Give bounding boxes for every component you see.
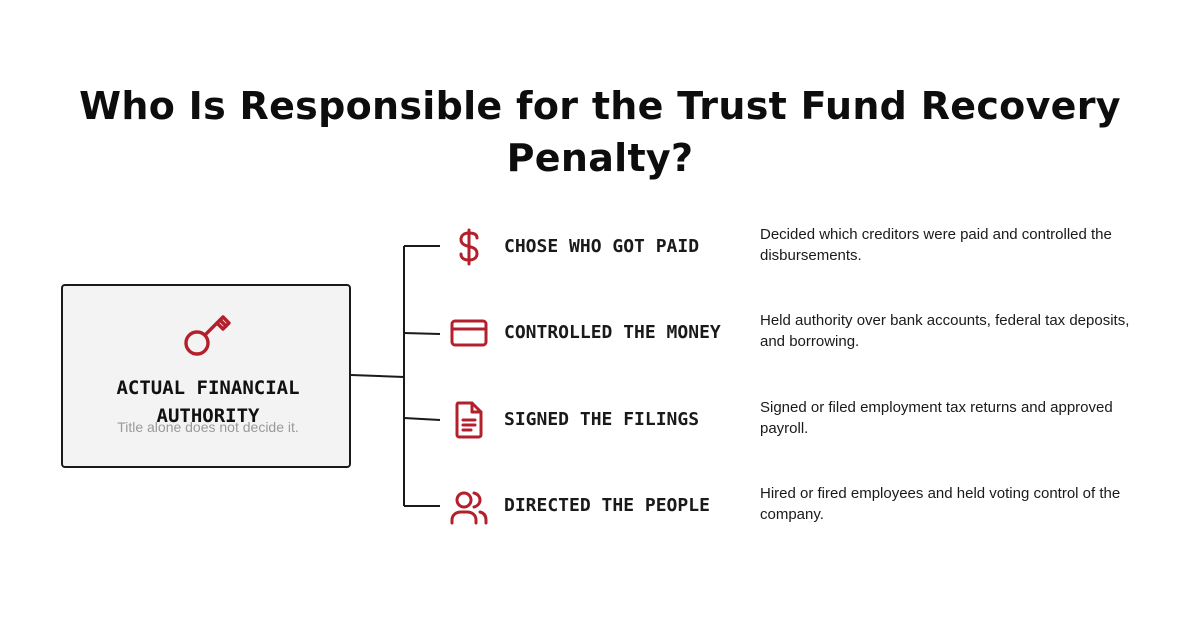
credit-card-icon	[450, 319, 488, 347]
item-label: SIGNED THE FILINGS	[504, 409, 700, 430]
dollar-sign-icon	[459, 228, 479, 266]
connector-branch-2	[403, 332, 441, 335]
item-description: Decided which creditors were paid and co…	[760, 226, 1112, 264]
source-note: Title alone does not decide it.	[117, 419, 299, 435]
item-label: CONTROLLED THE MONEY	[504, 322, 721, 343]
users-icon	[450, 491, 488, 525]
item-description: Held authority over bank accounts, feder…	[760, 312, 1130, 350]
page-title: Who Is Responsible for the Trust Fund Re…	[79, 84, 1121, 180]
item-description: Signed or filed employment tax returns a…	[760, 399, 1113, 437]
source-label: ACTUAL FINANCIAL AUTHORITY	[116, 377, 300, 427]
source-box: ACTUAL FINANCIAL AUTHORITY Title alone d…	[61, 284, 351, 468]
connector-branch-3	[403, 417, 441, 421]
document-icon	[455, 401, 483, 439]
item-description: Hired or fired employees and held voting…	[760, 485, 1121, 523]
item-label: CHOSE WHO GOT PAID	[504, 236, 700, 257]
item-label: DIRECTED THE PEOPLE	[504, 495, 710, 516]
key-icon	[184, 315, 231, 356]
connector-trunk	[350, 374, 405, 378]
